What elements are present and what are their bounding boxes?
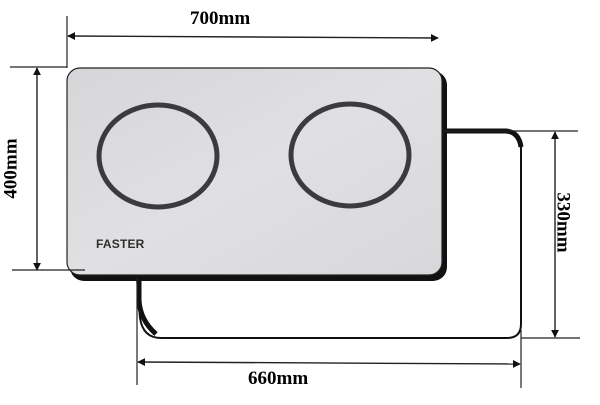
- right-burner-ring: [288, 101, 412, 209]
- width-660-label: 660mm: [248, 368, 309, 389]
- width-700-dimension-line: [67, 32, 439, 42]
- extension-lines: [10, 16, 580, 388]
- depth-330-label: 330mm: [552, 192, 574, 253]
- depth-400-label: 400mm: [0, 138, 22, 199]
- width-700-label: 700mm: [190, 8, 251, 29]
- left-burner-ring: [96, 102, 220, 210]
- cooktop-panel: [66, 67, 447, 281]
- width-660-dimension-line: [137, 358, 521, 368]
- brand-label: FASTER: [96, 237, 145, 251]
